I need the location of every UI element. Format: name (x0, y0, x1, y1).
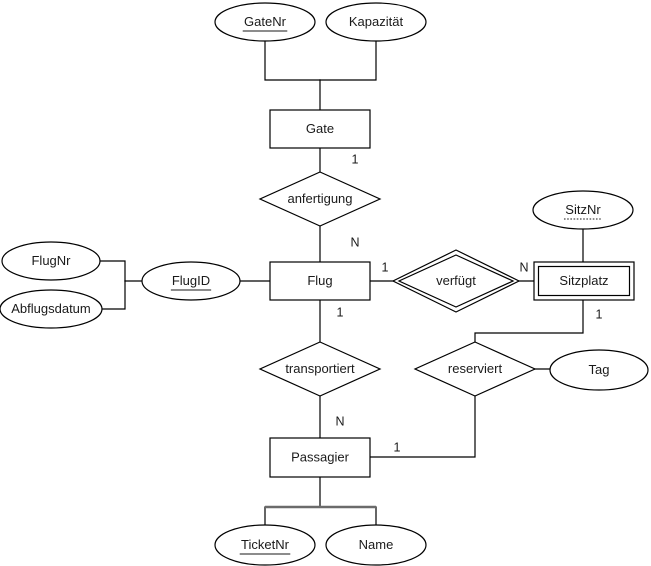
entity-sitzplatz[interactable]: Sitzplatz (533, 261, 635, 301)
entity-flug[interactable]: Flug (269, 261, 371, 301)
attribute-sitznr[interactable]: SitzNr (532, 190, 634, 230)
identifying-relationship-inner-diamond-verfuegt (397, 254, 515, 308)
relationship-label-transportiert: transportiert (285, 361, 355, 376)
card-transportiert-passagier: N (335, 414, 344, 428)
weak-entity-inner-box-sitzplatz (537, 265, 631, 297)
entity-passagier[interactable]: Passagier (269, 437, 371, 478)
attribute-label-abflugsdatum: Abflugsdatum (11, 301, 91, 316)
relationship-label-verfuegt: verfügt (436, 273, 476, 288)
entity-box-flug (269, 261, 371, 301)
entity-box-passagier (269, 437, 371, 478)
relationship-diamond-reserviert (413, 341, 537, 397)
card-sitzplatz-reserviert: 1 (596, 307, 603, 321)
entity-label-flug: Flug (307, 273, 332, 288)
attribute-ellipse-tag (549, 349, 649, 391)
attribute-label-ticketnr: TicketNr (241, 537, 290, 552)
conn-abflugs-bus (101, 280, 126, 310)
entity-label-gate: Gate (306, 121, 334, 136)
attribute-ellipse-abflugsdatum (0, 289, 103, 329)
attribute-tag[interactable]: Tag (549, 349, 649, 391)
relationship-anfertigung[interactable]: anfertigung (258, 171, 382, 227)
attribute-label-flugnr: FlugNr (31, 253, 71, 268)
conn-flugnr-bus (99, 260, 126, 282)
attribute-ellipse-flugnr (1, 241, 101, 281)
card-flug-verfuegt: 1 (382, 260, 389, 274)
conn-pass-reserv (369, 395, 476, 458)
attribute-flugnr[interactable]: FlugNr (1, 241, 101, 281)
entity-label-sitzplatz: Sitzplatz (559, 273, 608, 288)
attribute-ellipse-flugid (141, 261, 241, 301)
attribute-ellipse-gatenr (214, 2, 316, 42)
attribute-ellipse-name (325, 524, 427, 566)
card-passagier-reserviert: 1 (394, 440, 401, 454)
attribute-label-sitznr: SitzNr (565, 202, 601, 217)
card-anfertigung-flug: N (350, 235, 359, 249)
relationship-reserviert[interactable]: reserviert (413, 341, 537, 397)
relationship-diamond-anfertigung (258, 171, 382, 227)
relationship-transportiert[interactable]: transportiert (258, 341, 382, 397)
conn-sitzplatz-reserv (474, 299, 584, 343)
attribute-label-flugid: FlugID (172, 273, 210, 288)
relationship-verfuegt[interactable]: verfügt (391, 249, 521, 313)
relationship-layer: anfertigung verfügt transportiert reservier… (258, 171, 537, 397)
relationship-label-reserviert: reserviert (448, 361, 503, 376)
attribute-ellipse-sitznr (532, 190, 634, 230)
conn-gatenr-bus (264, 40, 321, 81)
entity-gate[interactable]: Gate (269, 109, 371, 149)
attribute-ellipse-kapazitaet (325, 2, 427, 42)
attribute-kapazitaet[interactable]: Kapazität (325, 2, 427, 42)
entity-label-passagier: Passagier (291, 449, 349, 464)
card-gate-anfertigung: 1 (352, 152, 359, 166)
attribute-label-kapazitaet: Kapazität (349, 14, 404, 29)
connector-layer (99, 40, 584, 526)
entity-box-gate (269, 109, 371, 149)
attribute-flugid[interactable]: FlugID (141, 261, 241, 301)
attribute-label-tag: Tag (589, 362, 610, 377)
attribute-ticketnr[interactable]: TicketNr (214, 524, 316, 566)
card-verfuegt-sitzplatz: N (519, 260, 528, 274)
attribute-label-gatenr: GateNr (244, 14, 287, 29)
relationship-label-anfertigung: anfertigung (287, 191, 352, 206)
conn-kapazitaet-bus (319, 40, 377, 81)
attribute-gatenr[interactable]: GateNr (214, 2, 316, 42)
relationship-diamond-transportiert (258, 341, 382, 397)
attribute-name[interactable]: Name (325, 524, 427, 566)
attribute-label-name: Name (359, 537, 394, 552)
attribute-abflugsdatum[interactable]: Abflugsdatum (0, 289, 103, 329)
card-flug-transportiert: 1 (337, 305, 344, 319)
attribute-ellipse-ticketnr (214, 524, 316, 566)
